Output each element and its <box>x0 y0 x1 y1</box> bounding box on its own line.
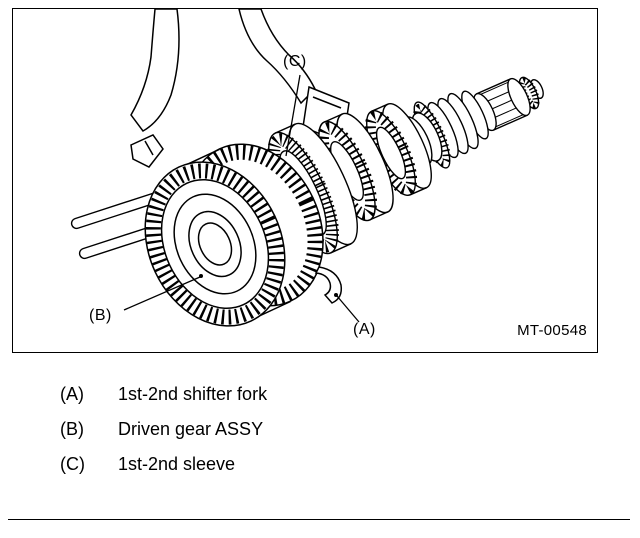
leader-line-b <box>123 276 201 311</box>
legend-item-a: (A) 1st-2nd shifter fork <box>60 384 267 405</box>
legend-item-b: (B) Driven gear ASSY <box>60 419 267 440</box>
splined-shaft-end <box>473 76 544 132</box>
bottom-divider <box>8 519 630 520</box>
leader-lines <box>123 74 360 323</box>
leader-dot-a <box>334 293 338 297</box>
legend-key: (B) <box>60 419 84 439</box>
legend-label: 1st-2nd shifter fork <box>118 384 268 404</box>
legend-label: 1st-2nd sleeve <box>118 454 236 474</box>
fork-left-prong <box>130 9 180 132</box>
legend-item-c: (C) 1st-2nd sleeve <box>60 454 267 475</box>
legend-label: Driven gear ASSY <box>118 419 264 439</box>
figure-code: MT-00548 <box>517 322 587 339</box>
legend-key: (A) <box>60 384 84 404</box>
callout-c: (C) <box>283 53 307 70</box>
fork-left-claw <box>130 134 164 168</box>
legend: (A) 1st-2nd shifter fork (B) Driven gear… <box>60 384 267 489</box>
leader-line-a <box>336 295 360 323</box>
gear-assembly-illustration <box>70 9 544 327</box>
legend-key: (C) <box>60 454 85 474</box>
leader-dot-b <box>199 274 203 278</box>
middle-gear <box>364 103 432 196</box>
callout-b: (B) <box>89 307 112 324</box>
driven-gear <box>144 143 324 327</box>
leader-line-c <box>285 74 301 157</box>
callout-a: (A) <box>353 321 376 338</box>
figure-frame: (C) (B) (A) MT-00548 <box>12 8 598 353</box>
hub-gear <box>316 112 394 222</box>
